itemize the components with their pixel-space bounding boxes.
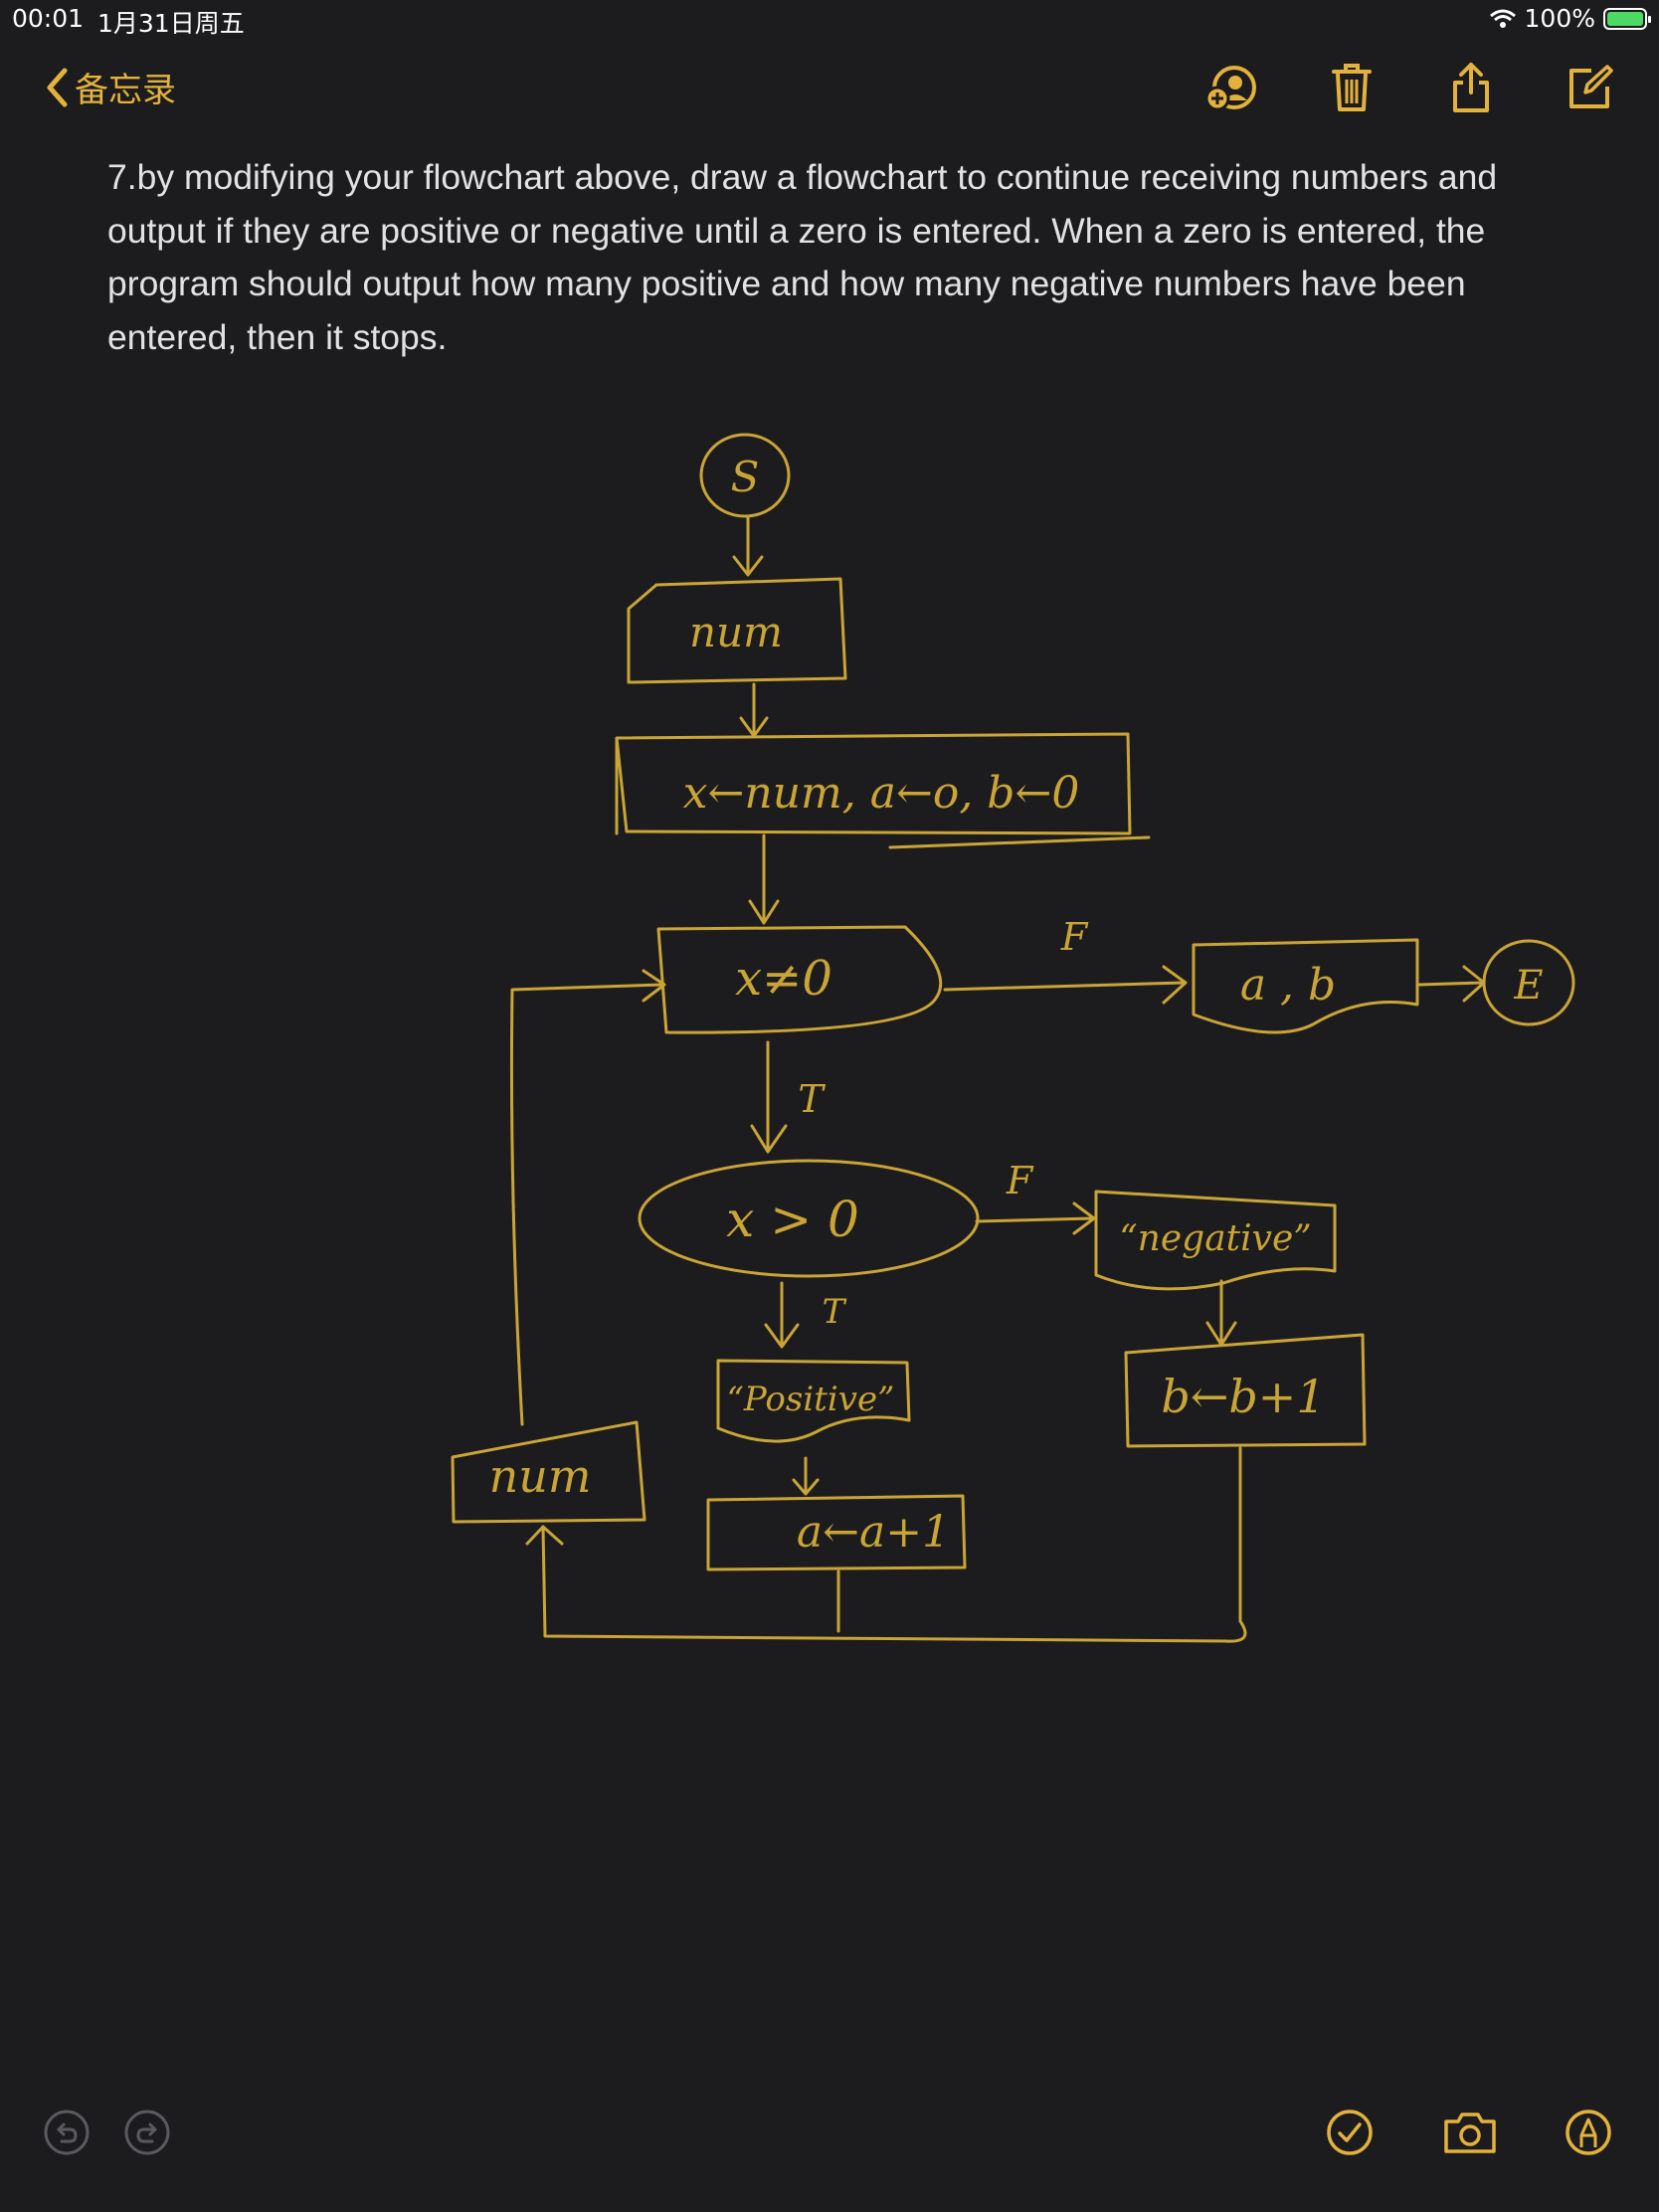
camera-button[interactable] <box>1440 2103 1500 2162</box>
share-button[interactable] <box>1442 59 1500 116</box>
arrow-decision1-true <box>750 1040 788 1154</box>
markup-icon <box>1566 2110 1611 2155</box>
redo-button[interactable] <box>117 2103 177 2162</box>
compose-button[interactable] <box>1562 59 1619 116</box>
input-num-label: num <box>689 608 783 656</box>
arrow-output-to-end <box>1417 965 1486 1003</box>
back-button[interactable]: 备忘录 <box>45 63 176 111</box>
output-counts-shape <box>1192 938 1419 1034</box>
increment-b-label: b←b+1 <box>1161 1370 1325 1423</box>
output-negative-shape <box>1094 1190 1337 1291</box>
battery-icon <box>1603 7 1651 30</box>
input-num2-label: num <box>489 1449 592 1503</box>
battery-percent: 100% <box>1524 4 1595 33</box>
chevron-left-icon <box>47 68 68 106</box>
decision1-label: x≠0 <box>735 951 832 1007</box>
increment-a-shape <box>706 1494 967 1571</box>
note-body-text[interactable]: 7.by modifying your flowchart above, dra… <box>107 157 1498 357</box>
undo-icon <box>44 2110 90 2155</box>
status-time: 00:01 <box>12 4 85 33</box>
markup-button[interactable] <box>1559 2103 1618 2162</box>
arrow-negative-to-increment <box>1205 1279 1237 1347</box>
output-counts-label: a , b <box>1240 960 1336 1011</box>
increment-a-label: a←a+1 <box>797 1507 950 1558</box>
start-terminal <box>699 433 791 518</box>
share-icon <box>1453 63 1489 112</box>
wifi-icon <box>1489 9 1516 28</box>
arrow-input-to-init <box>739 682 769 738</box>
bottom-toolbar <box>0 2103 1659 2172</box>
arrow-decision2-false <box>975 1201 1096 1235</box>
merge-line <box>525 1446 1247 1643</box>
arrow-init-to-decision1 <box>748 833 780 925</box>
back-label: 备忘录 <box>75 71 176 110</box>
decision1-shape <box>656 925 943 1034</box>
redo-icon <box>124 2110 170 2155</box>
note-toolbar <box>1203 59 1619 116</box>
start-label: S <box>731 453 760 501</box>
flowchart-drawing[interactable]: S num x←num, a←o, b←0 x≠0 F a , b E T x … <box>0 398 1659 1691</box>
output-positive-label: “Positive” <box>727 1380 895 1419</box>
decision2-label: x > 0 <box>726 1191 859 1248</box>
decision2-shape <box>638 1159 980 1278</box>
status-right: 100% <box>1489 4 1651 33</box>
input-num2-shape <box>451 1420 646 1524</box>
status-date: 1月31日周五 <box>97 9 245 38</box>
end-terminal <box>1482 939 1575 1026</box>
arrow-start-to-input <box>732 515 764 577</box>
arrow-decision2-true <box>764 1281 800 1349</box>
undo-button[interactable] <box>37 2103 96 2162</box>
output-positive-shape <box>716 1359 911 1443</box>
init-underline <box>888 835 1151 849</box>
decision1-true-label: T <box>798 1077 826 1121</box>
end-label: E <box>1513 963 1543 1009</box>
output-negative-label: “negative” <box>1119 1218 1311 1259</box>
init-label: x←num, a←o, b←0 <box>683 768 1080 819</box>
arrow-decision1-false <box>943 965 1188 1005</box>
nav-bar: 备忘录 <box>0 55 1659 124</box>
init-process-shape <box>615 732 1132 835</box>
add-collaborator-button[interactable] <box>1203 59 1261 116</box>
status-bar: 00:01 1月31日周五 100% <box>0 0 1659 40</box>
decision1-false-label: F <box>1060 915 1089 959</box>
camera-icon <box>1444 2113 1496 2153</box>
increment-b-shape <box>1124 1333 1367 1448</box>
decision2-true-label: T <box>823 1292 847 1332</box>
arrow-positive-to-increment <box>792 1456 820 1496</box>
checklist-button[interactable] <box>1320 2103 1380 2162</box>
delete-button[interactable] <box>1323 59 1381 116</box>
loop-back-line <box>509 969 666 1426</box>
decision2-false-label: F <box>1006 1159 1034 1202</box>
checklist-icon <box>1327 2110 1373 2155</box>
add-collaborator-icon <box>1204 66 1256 111</box>
input-num-shape <box>627 577 847 684</box>
trash-icon <box>1332 64 1372 111</box>
compose-icon <box>1569 65 1613 108</box>
